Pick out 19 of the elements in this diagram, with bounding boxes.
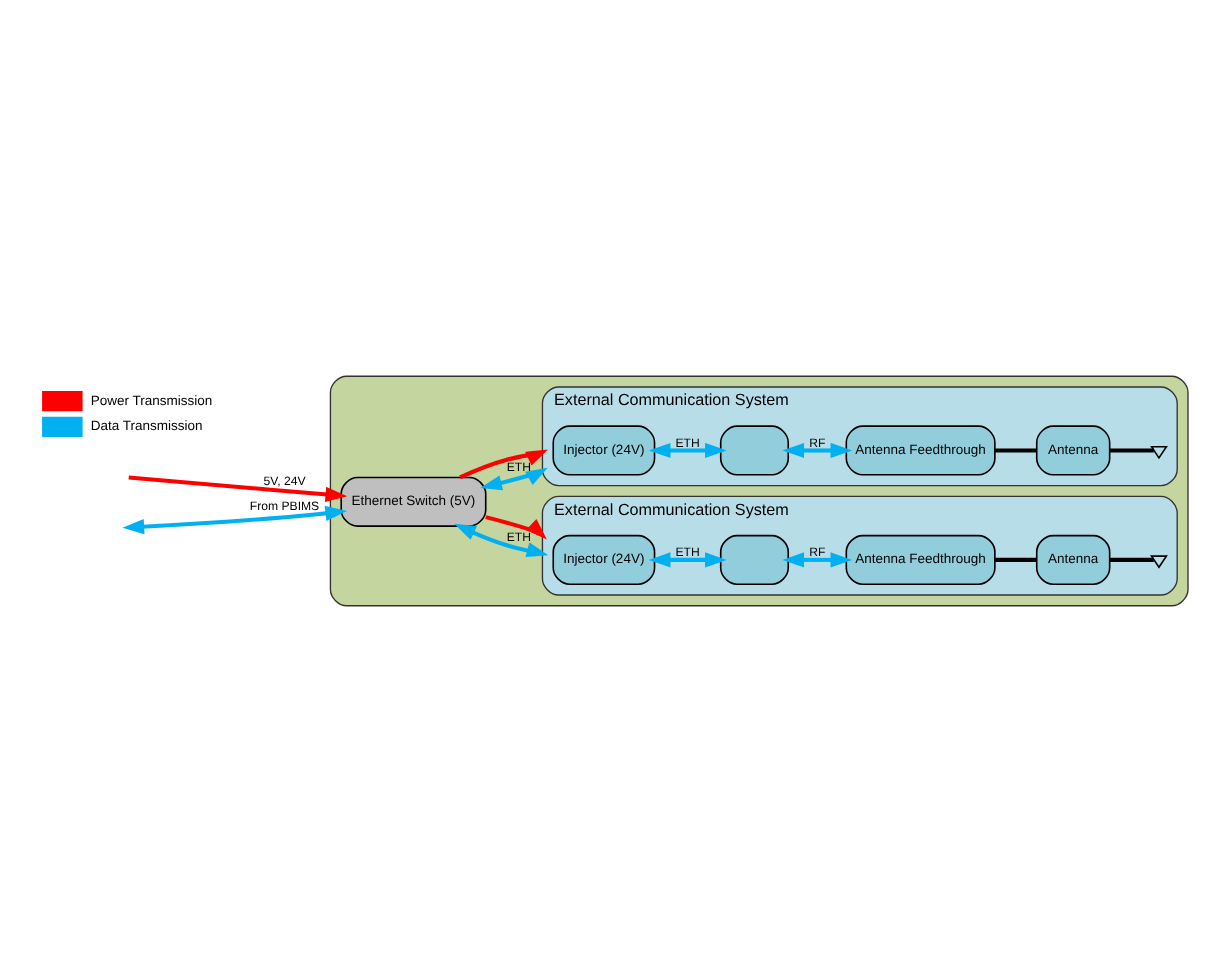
connector [1109,556,1154,561]
node-antenna [1150,444,1168,459]
arrow [459,448,548,479]
arrow [485,514,547,539]
arrow [128,474,348,501]
arrow [122,504,348,534]
connector [995,556,1037,561]
arrow [782,441,853,458]
node-box [719,533,790,584]
cluster [329,374,1189,606]
node-antenna [1150,554,1168,568]
arrow [480,466,548,490]
arrow [648,441,727,458]
connector [995,447,1037,452]
arrow [648,551,727,567]
node-box [719,424,790,475]
arrow [454,522,549,556]
connector [1109,447,1154,452]
arrow [782,551,853,567]
